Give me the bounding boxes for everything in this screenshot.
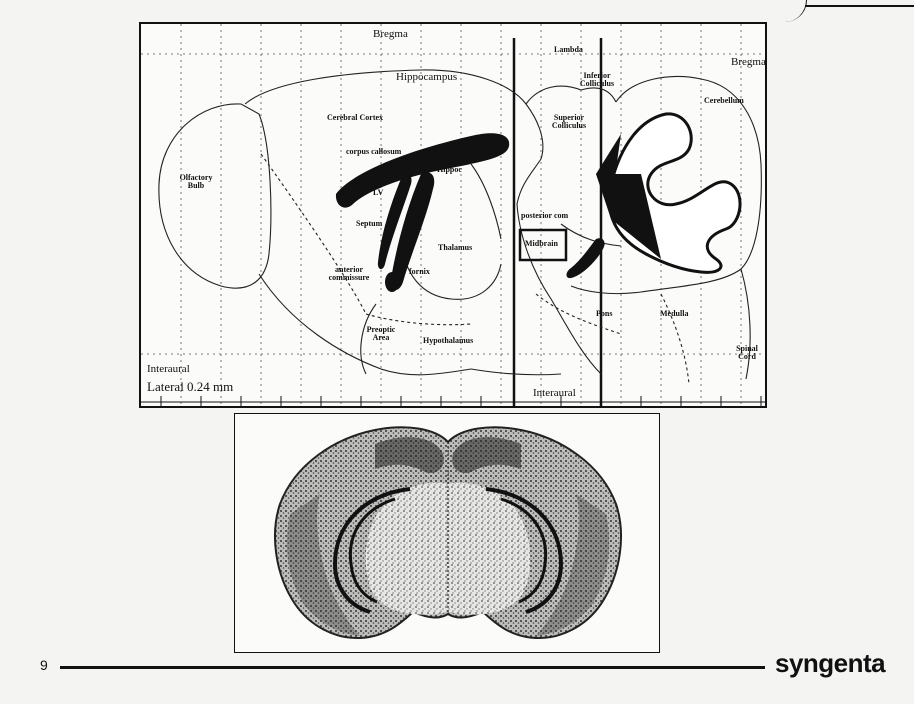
label-anterior-commissure: anterior commissure — [319, 266, 379, 283]
label-olfactory-bulb: Olfactory Bulb — [177, 174, 215, 191]
label-spinal-cord: Spinal Cord — [733, 345, 761, 362]
page-number: 9 — [40, 657, 48, 673]
label-lambda: Lambda — [554, 46, 583, 54]
label-cerebral-cortex: Cerebral Cortex — [327, 114, 383, 122]
label-superior-colliculus: Superior Colliculus — [547, 114, 591, 131]
label-medulla: Medulla — [660, 310, 688, 318]
label-posterior-commissure: posterior com — [521, 212, 568, 220]
label-fornix: fornix — [409, 268, 430, 276]
label-hippoc: Hippoc — [437, 166, 462, 174]
label-pons: Pons — [596, 310, 612, 318]
label-cerebellum: Cerebellum — [704, 97, 744, 105]
syngenta-logo: syngenta — [775, 648, 885, 679]
label-interaural-bottom: Interaural — [533, 388, 576, 400]
top-rule — [805, 5, 914, 7]
label-preoptic-area: Preoptic Area — [365, 326, 397, 343]
coronal-section-image — [234, 413, 660, 653]
label-septum: Septum — [356, 220, 382, 228]
footer-rule — [60, 666, 765, 669]
cerebellum-folia — [596, 114, 740, 272]
label-bregma-top: Bregma — [373, 29, 408, 41]
label-bregma-right: Bregma — [731, 57, 766, 69]
label-midbrain: Midbrain — [525, 240, 558, 248]
label-hippocampus: Hippocampus — [396, 72, 457, 84]
label-lateral: Lateral 0.24 mm — [147, 380, 233, 394]
label-lv: LV — [373, 189, 383, 197]
corner-curve — [772, 0, 807, 22]
ruler-ticks — [141, 396, 767, 408]
label-corpus-callosum: corpus callosum — [346, 148, 401, 156]
label-hypothalamus: Hypothalamus — [423, 337, 473, 345]
label-thalamus: Thalamus — [438, 244, 472, 252]
coronal-brain-slice — [235, 414, 660, 653]
label-inferior-colliculus: Inferior Colliculus — [577, 72, 617, 89]
sagittal-atlas-diagram: Bregma Lambda Bregma Hippocampus Inferio… — [139, 22, 767, 408]
label-interaural-left: Interaural — [147, 364, 190, 376]
